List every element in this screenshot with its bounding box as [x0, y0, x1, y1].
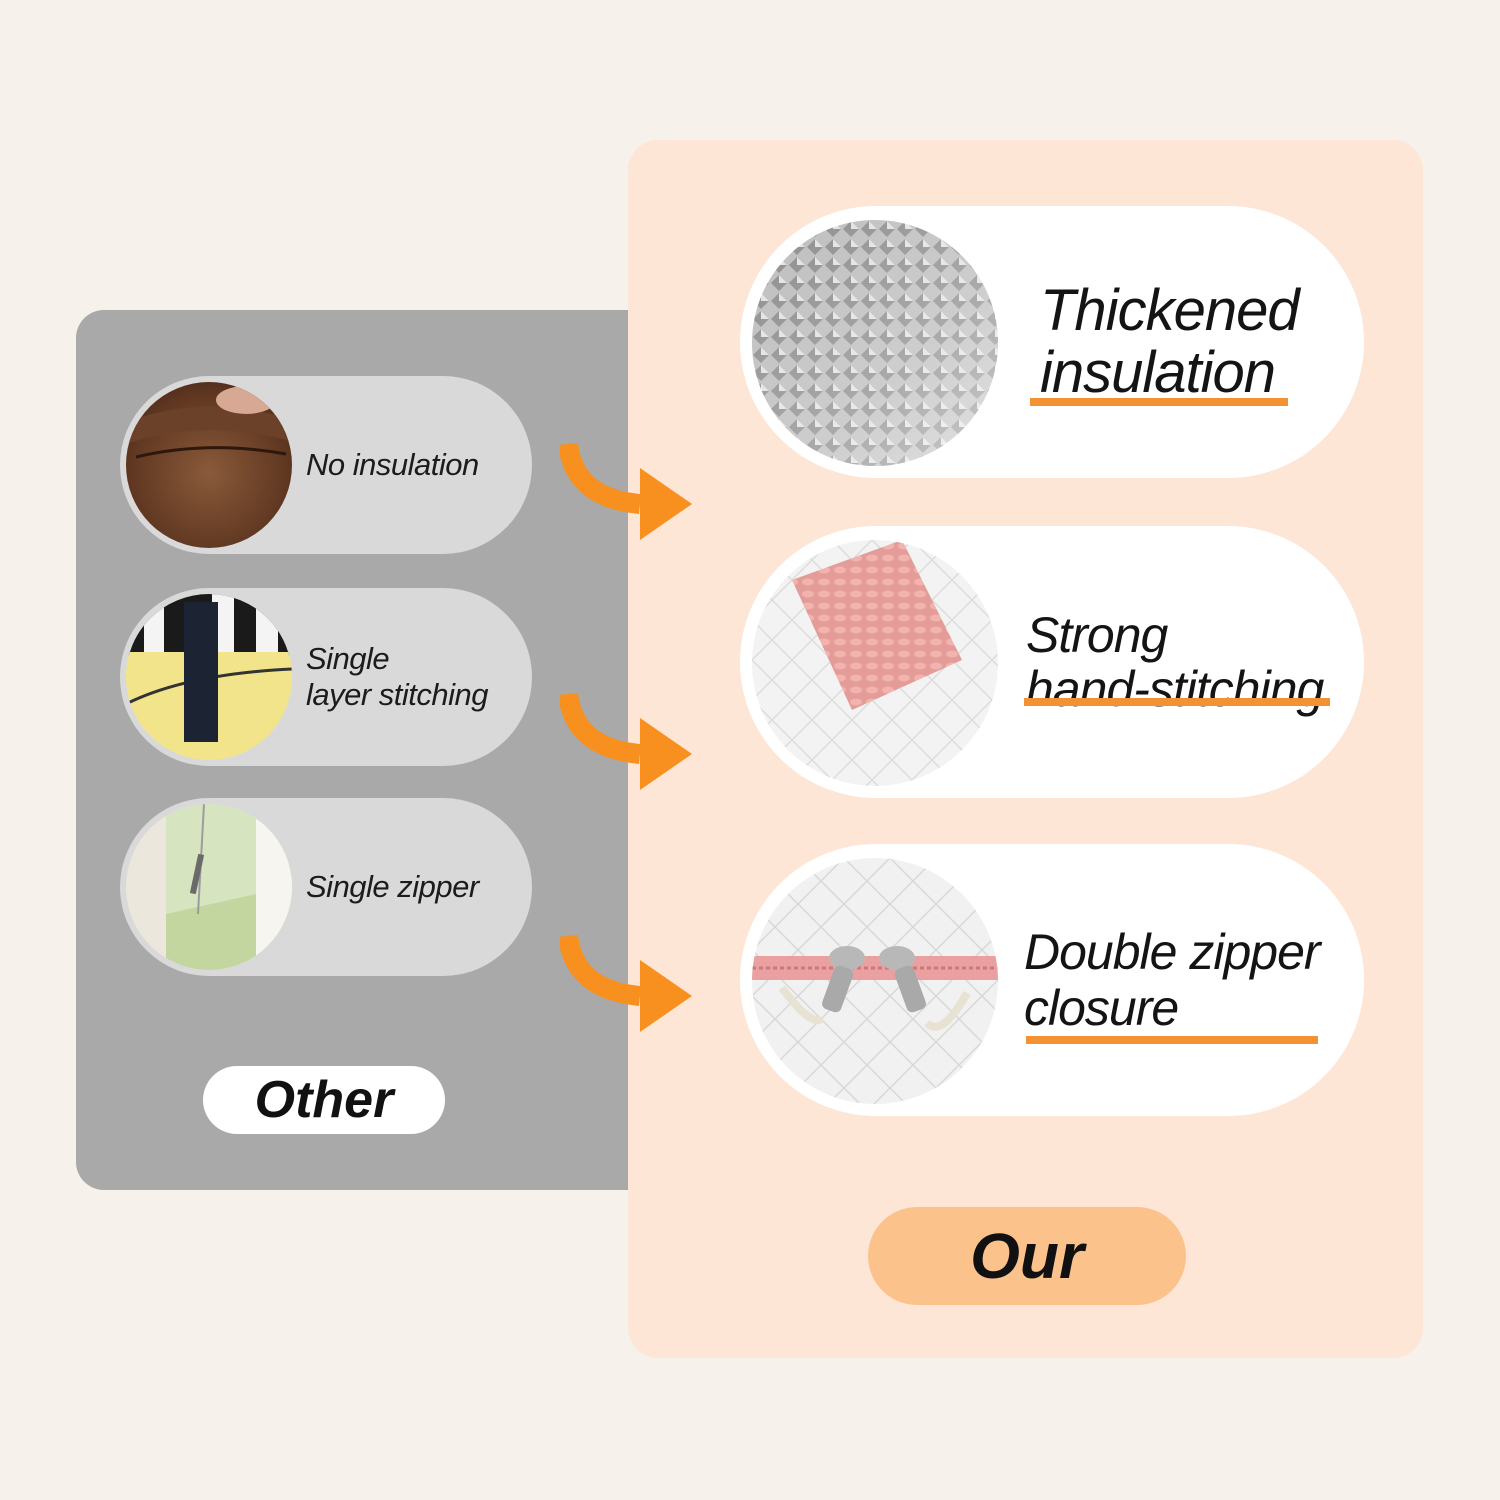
label-line: layer stitching — [306, 677, 489, 712]
our-item-thickened-insulation: Thickened insulation — [740, 206, 1364, 478]
other-item-single-zipper: Single zipper — [120, 798, 532, 976]
label-line: Double zipper — [1024, 924, 1321, 980]
other-item-no-insulation: No insulation — [120, 376, 532, 554]
our-badge: Our — [868, 1207, 1186, 1305]
our-item-label: Double zipper closure — [1024, 844, 1344, 1116]
our-item-label: Thickened insulation — [1024, 206, 1344, 478]
brown-bag-photo — [126, 382, 292, 548]
curved-arrow-icon — [560, 688, 700, 798]
underline-accent — [1026, 1036, 1318, 1044]
green-bag-photo — [126, 804, 292, 970]
other-item-label: Single zipper — [306, 869, 479, 905]
curved-arrow-icon — [560, 930, 700, 1040]
label-line: hand-stitching — [1026, 661, 1324, 717]
double-zipper-photo — [752, 858, 998, 1104]
our-item-label: Strong hand-stitching — [1024, 526, 1344, 798]
curved-arrow-icon — [560, 438, 700, 548]
other-badge: Other — [203, 1066, 445, 1134]
label-line: Single — [306, 641, 390, 677]
insulation-texture-photo — [752, 220, 998, 466]
label-line: Strong — [1026, 607, 1168, 663]
yellow-bag-photo — [126, 594, 292, 760]
our-item-double-zipper: Double zipper closure — [740, 844, 1364, 1116]
label-line: Thickened — [1040, 278, 1300, 343]
our-item-hand-stitching: Strong hand-stitching — [740, 526, 1364, 798]
label-line: insulation — [1040, 340, 1276, 405]
other-item-label: No insulation — [306, 447, 479, 483]
underline-accent — [1030, 398, 1288, 406]
underline-accent — [1024, 698, 1330, 706]
label-line: closure — [1024, 980, 1179, 1036]
pink-strap-photo — [752, 540, 998, 786]
